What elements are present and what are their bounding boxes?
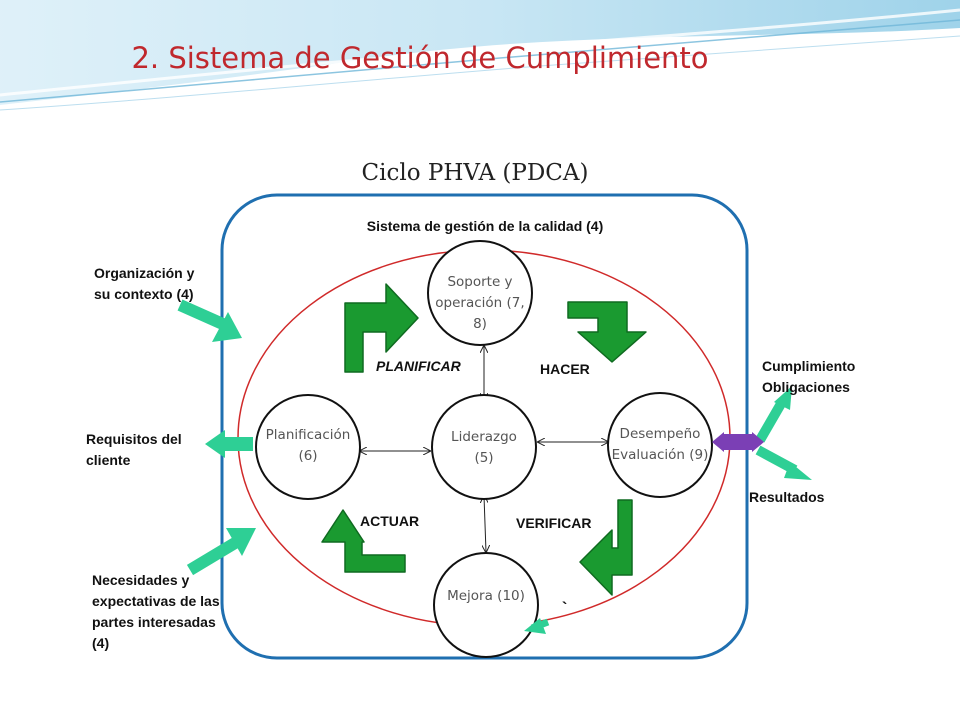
cycle-label-planificar: PLANIFICAR	[376, 358, 461, 374]
node-soporte	[427, 240, 533, 346]
output-label-resultados: Resultados	[749, 489, 825, 505]
input-label-organizacion: Organización y su contexto (4)	[94, 265, 195, 302]
stray-mark: `	[562, 600, 568, 617]
input-arrow-organizacion	[177, 299, 242, 342]
double-arrow-body	[724, 434, 752, 450]
hacer-arrow	[567, 301, 647, 363]
input-label-necesidades: Necesidades y expectativas de las partes…	[92, 572, 220, 651]
node-mejora-label: Mejora (10)	[447, 588, 525, 604]
node-mejora	[433, 552, 539, 658]
cycle-label-verificar: VERIFICAR	[516, 515, 592, 531]
output-arrow-resultados	[755, 445, 812, 480]
cycle-label-actuar: ACTUAR	[360, 513, 420, 529]
node-desempeno-label: Desempeño Evaluación (9)	[611, 426, 709, 463]
connector-liderazgo-mejora	[484, 496, 486, 552]
output-label-cumplimiento: Cumplimiento Obligaciones	[762, 358, 856, 395]
output-arrow-requisitos	[205, 430, 253, 458]
input-arrow-mejora	[524, 618, 550, 634]
planificar-arrow	[344, 283, 419, 373]
input-label-requisitos: Requisitos del cliente	[86, 431, 182, 468]
node-desempeno	[607, 392, 713, 498]
node-liderazgo	[431, 394, 537, 500]
header-wave-decoration	[0, 0, 960, 111]
system-boundary	[220, 193, 749, 660]
system-label: Sistema de gestión de la calidad (4)	[366, 218, 604, 234]
slide-title: 2. Sistema de Gestión de Cumplimiento	[131, 41, 709, 75]
node-planificacion	[255, 394, 361, 500]
node-soporte-label: Soporte y operación (7, 8)	[435, 274, 525, 332]
node-liderazgo-label: Liderazgo (5)	[451, 429, 517, 466]
cycle-subtitle: Ciclo PHVA (PDCA)	[361, 160, 589, 186]
cycle-label-hacer: HACER	[540, 361, 590, 377]
actuar-arrow	[321, 509, 406, 573]
verificar-arrow	[579, 499, 633, 596]
input-arrow-necesidades	[186, 528, 256, 576]
output-arrow-cumplimiento	[755, 386, 792, 443]
node-planificacion-label: Planificación (6)	[265, 427, 351, 464]
